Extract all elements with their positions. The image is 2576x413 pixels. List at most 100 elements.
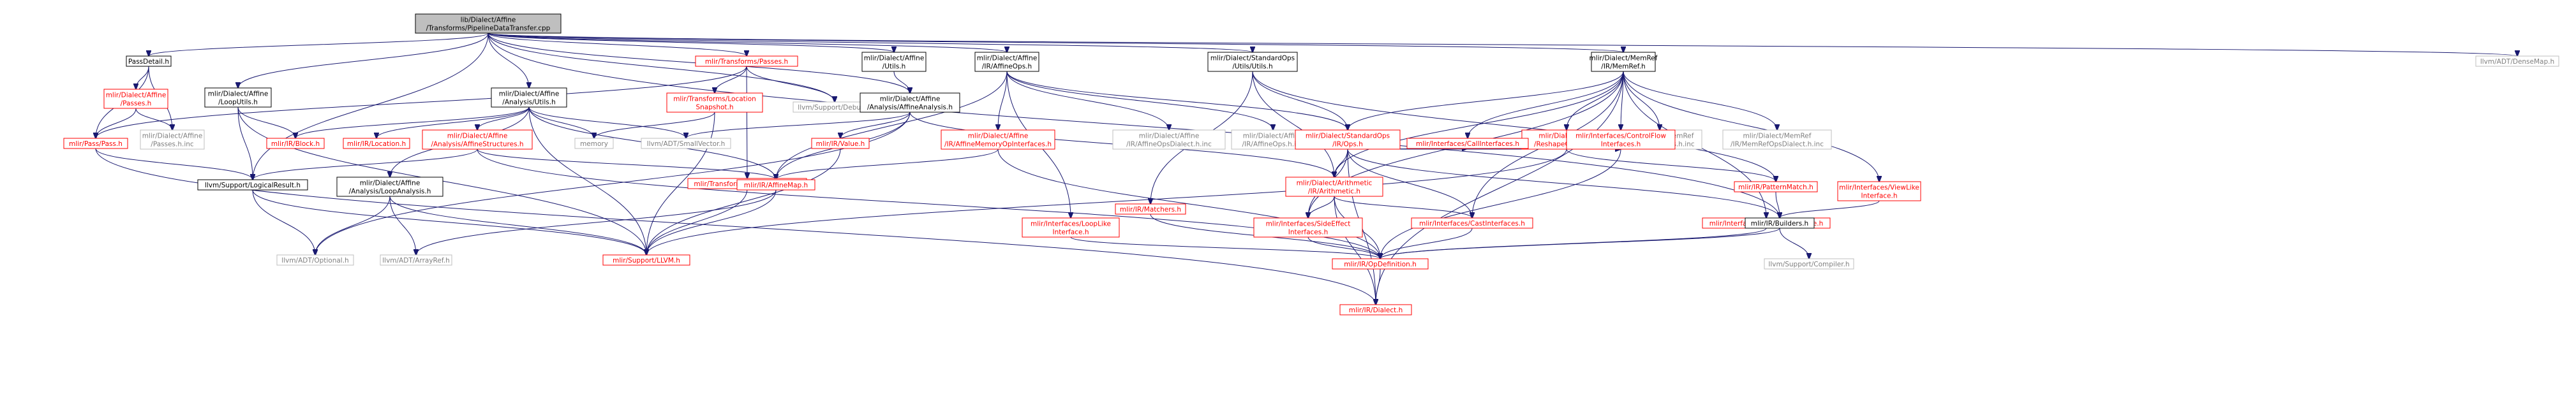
edge-std_utils-to-arith <box>1252 71 1334 177</box>
edge-analysis_utils-to-location <box>376 106 530 138</box>
edge-std_ops-to-builders <box>1347 149 1780 218</box>
node-label: llvm/ADT/DenseMap.h <box>2480 58 2554 66</box>
node-label: mlir/IR/Value.h <box>816 140 865 148</box>
node-box <box>126 55 172 67</box>
node-label: mlir/IR/Builders.h <box>1751 220 1808 228</box>
node-label: /IR/MemRefOpsDialect.h.inc <box>1731 141 1824 149</box>
edge-affine_structures-to-affine_map <box>477 149 776 180</box>
node-affine_structures[interactable]: mlir/Dialect/Affine/Analysis/AffineStruc… <box>422 129 533 150</box>
node-analysis_utils[interactable]: mlir/Dialect/Affine/Analysis/Utils.h <box>491 87 567 108</box>
node-dialect[interactable]: mlir/IR/Dialect.h <box>1339 304 1412 315</box>
node-label: Interface.h <box>1052 229 1089 236</box>
node-op_definition[interactable]: mlir/IR/OpDefinition.h <box>1332 258 1429 270</box>
node-cast_interfaces[interactable]: mlir/Interfaces/CastInterfaces.h <box>1411 217 1533 229</box>
node-logical_result[interactable]: llvm/Support/LogicalResult.h <box>197 179 308 191</box>
node-affine_map[interactable]: mlir/IR/AffineMap.h <box>736 179 815 191</box>
node-box <box>491 87 567 108</box>
node-label: llvm/ADT/SmallVector.h <box>647 140 726 148</box>
node-box <box>1591 52 1656 72</box>
edges-layer <box>96 33 2517 305</box>
node-label: llvm/Support/Compiler.h <box>1768 261 1849 268</box>
node-looputils[interactable]: mlir/Dialect/Affine/LoopUtils.h <box>204 87 272 108</box>
node-box <box>2475 55 2559 67</box>
edge-loop_analysis-to-optional <box>315 196 391 255</box>
edge-root-to-looputils <box>238 33 489 88</box>
node-box <box>860 92 960 113</box>
node-label: memory <box>580 140 608 148</box>
node-label: mlir/Dialect/Affine <box>208 91 269 98</box>
edge-affineops-to-std_ops <box>1006 71 1348 130</box>
edge-std_utils-to-pattern_match <box>1252 71 1776 182</box>
node-label: /IR/AffineOps.h <box>982 63 1032 71</box>
node-location[interactable]: mlir/IR/Location.h <box>343 138 410 149</box>
node-transforms_passes[interactable]: mlir/Transforms/Passes.h <box>695 55 798 67</box>
node-label: llvm/ADT/Optional.h <box>281 257 348 264</box>
node-pattern_match[interactable]: mlir/IR/PatternMatch.h <box>1734 181 1818 192</box>
node-label: /IR/AffineMemoryOpInterfaces.h <box>944 141 1052 149</box>
edge-memref-to-control_flow <box>1621 71 1624 130</box>
node-box <box>422 129 533 150</box>
node-affine_memory_interfaces[interactable]: mlir/Dialect/Affine/IR/AffineMemoryOpInt… <box>941 129 1055 150</box>
node-pass[interactable]: mlir/Pass/Pass.h <box>63 138 128 149</box>
node-arith[interactable]: mlir/Dialect/Arithmetic/IR/Arithmetic.h <box>1285 177 1383 197</box>
edge-memref-to-std_ops <box>1348 71 1624 130</box>
node-affineops[interactable]: mlir/Dialect/Affine/IR/AffineOps.h <box>974 52 1039 72</box>
edge-root-to-logical_result <box>253 33 489 180</box>
node-box <box>204 87 272 108</box>
edge-loop_like-to-op_definition <box>1070 236 1380 259</box>
node-std_ops[interactable]: mlir/Dialect/StandardOps/IR/Ops.h <box>1295 129 1401 150</box>
node-box <box>343 138 410 149</box>
node-label: PassDetail.h <box>128 58 169 66</box>
node-affine_passes[interactable]: mlir/Dialect/Affine/Passes.h <box>103 89 168 109</box>
node-passdetail[interactable]: PassDetail.h <box>126 55 172 67</box>
node-std_utils[interactable]: mlir/Dialect/StandardOps/Utils/Utils.h <box>1207 52 1298 72</box>
edge-analysis_utils-to-affine_structures <box>477 106 530 130</box>
node-box <box>1745 217 1815 229</box>
node-memref[interactable]: mlir/Dialect/MemRef/IR/MemRef.h <box>1590 52 1658 72</box>
node-label: mlir/Interfaces/CallInterfaces.h <box>1416 140 1519 148</box>
node-affine_analysis[interactable]: mlir/Dialect/Affine/Analysis/AffineAnaly… <box>860 92 960 113</box>
node-box <box>811 138 870 149</box>
node-label: mlir/IR/Location.h <box>347 140 406 148</box>
node-arrayref: llvm/ADT/ArrayRef.h <box>380 254 452 266</box>
edge-builders-to-compiler <box>1779 228 1809 259</box>
node-label: mlir/Dialect/Affine <box>142 133 203 140</box>
edge-control_flow-to-op_definition <box>1380 149 1621 259</box>
node-value[interactable]: mlir/IR/Value.h <box>811 138 870 149</box>
node-label: Interface.h <box>1861 192 1897 200</box>
node-label: mlir/Transforms/Passes.h <box>705 58 788 66</box>
node-label: llvm/Support/LogicalResult.h <box>205 182 301 189</box>
node-label: mlir/Dialect/Affine <box>447 133 508 140</box>
edge-root-to-densemap <box>488 33 2517 56</box>
node-block[interactable]: mlir/IR/Block.h <box>266 138 325 149</box>
edge-std_ops-to-arith <box>1334 149 1348 177</box>
node-builders[interactable]: mlir/IR/Builders.h <box>1745 217 1815 229</box>
edge-affineops-to-affineops_inc <box>1006 71 1273 130</box>
node-box <box>1837 181 1921 201</box>
node-affine_passes_inc: mlir/Dialect/Affine/Passes.h.inc <box>140 129 205 150</box>
edge-affine_analysis-to-value <box>840 112 911 138</box>
edge-affine_map-to-arrayref <box>416 189 777 255</box>
edge-affine_utils-to-affine_analysis <box>893 71 910 93</box>
node-label: mlir/Interfaces/ControlFlow <box>1575 133 1666 140</box>
node-memrefops_dialect_inc: mlir/Dialect/MemRef/IR/MemRefOpsDialect.… <box>1722 129 1832 150</box>
node-label: /IR/Arithmetic.h <box>1308 188 1360 196</box>
node-label: mlir/Dialect/Affine <box>864 55 925 62</box>
edge-arith-to-dialect <box>1334 196 1376 305</box>
node-box <box>1734 181 1818 192</box>
edge-memref-to-call_interfaces <box>1468 71 1624 138</box>
node-affine_utils[interactable]: mlir/Dialect/Affine/Utils.h <box>861 52 927 72</box>
node-root: lib/Dialect/Affine/Transforms/PipelineDa… <box>415 13 562 34</box>
node-label: mlir/Dialect/Affine <box>880 96 941 103</box>
node-call_interfaces[interactable]: mlir/Interfaces/CallInterfaces.h <box>1406 138 1529 149</box>
node-loop_analysis[interactable]: mlir/Dialect/Affine/Analysis/LoopAnalysi… <box>336 177 443 197</box>
node-support_llvm[interactable]: mlir/Support/LLVM.h <box>602 254 690 266</box>
node-label: mlir/Dialect/Affine <box>499 91 560 98</box>
node-matchers[interactable]: mlir/IR/Matchers.h <box>1115 203 1186 215</box>
node-box <box>1339 304 1412 315</box>
